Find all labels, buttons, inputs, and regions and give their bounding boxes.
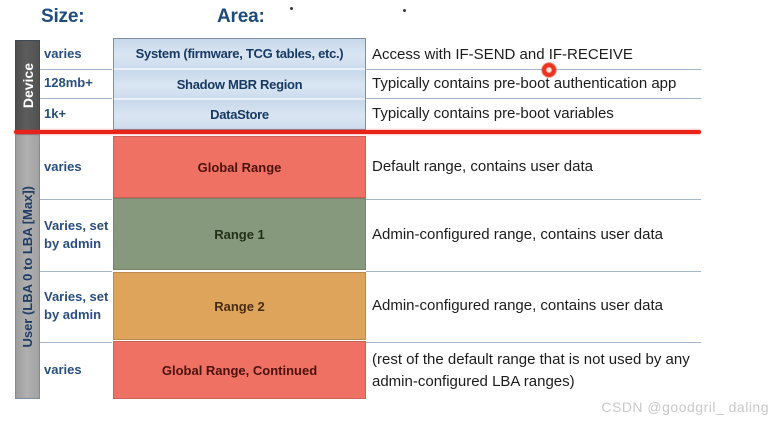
user-group-bar: User (LBA 0 to LBA [Max]) (15, 134, 40, 399)
user-group-label: User (LBA 0 to LBA [Max]) (20, 185, 35, 348)
row-divider (366, 69, 701, 70)
ink-speck (403, 9, 406, 12)
area-column-header: Area: (217, 6, 265, 27)
red-dot-pointer-icon (541, 62, 557, 78)
area-box-range2: Range 2 (113, 272, 366, 340)
size-cell-global-range: varies (44, 158, 82, 174)
desc-range2: Admin-configured range, contains user da… (372, 297, 664, 315)
size-cell-range1: Varies, set by admin (44, 217, 109, 251)
row-divider (366, 342, 701, 343)
ink-speck (290, 7, 293, 10)
csdn-watermark: CSDN @goodgril_ daling (601, 399, 769, 415)
area-box-global-range: Global Range (113, 136, 366, 198)
desc-datastore: Typically contains pre-boot variables (372, 105, 614, 123)
row-divider (40, 69, 112, 70)
row-divider (366, 199, 701, 200)
desc-global-range: Default range, contains user data (372, 158, 593, 176)
row-divider (40, 199, 112, 200)
size-cell-shadow-mbr: 128mb+ (44, 75, 93, 91)
size-cell-datastore: 1k+ (44, 105, 67, 121)
area-box-system: System (firmware, TCG tables, etc.) (114, 39, 365, 68)
row-divider (40, 98, 112, 99)
device-group-label: Device (19, 62, 36, 109)
desc-shadow-mbr: Typically contains pre-boot authenticati… (372, 74, 677, 92)
area-box-global-range-continued: Global Range, Continued (113, 341, 366, 399)
desc-global-range-continued: (rest of the default range that is not u… (372, 350, 690, 390)
size-cell-global-range-continued: varies (44, 362, 82, 378)
device-area-block: System (firmware, TCG tables, etc.) Shad… (113, 38, 366, 130)
area-box-datastore: DataStore (114, 98, 365, 130)
size-cell-range2: Varies, set by admin (44, 288, 109, 322)
size-column-header: Size: (41, 6, 85, 27)
area-box-range1: Range 1 (113, 198, 366, 270)
row-divider (40, 271, 112, 272)
desc-range1: Admin-configured range, contains user da… (372, 226, 664, 244)
row-divider (40, 342, 112, 343)
row-divider (366, 98, 701, 99)
row-divider (366, 271, 701, 272)
device-group-bar: Device (15, 40, 40, 131)
size-cell-system: varies (44, 46, 82, 62)
desc-system: Access with IF-SEND and IF-RECEIVE (372, 45, 633, 63)
device-user-separator-line (14, 130, 701, 134)
area-box-shadow-mbr: Shadow MBR Region (114, 67, 365, 99)
